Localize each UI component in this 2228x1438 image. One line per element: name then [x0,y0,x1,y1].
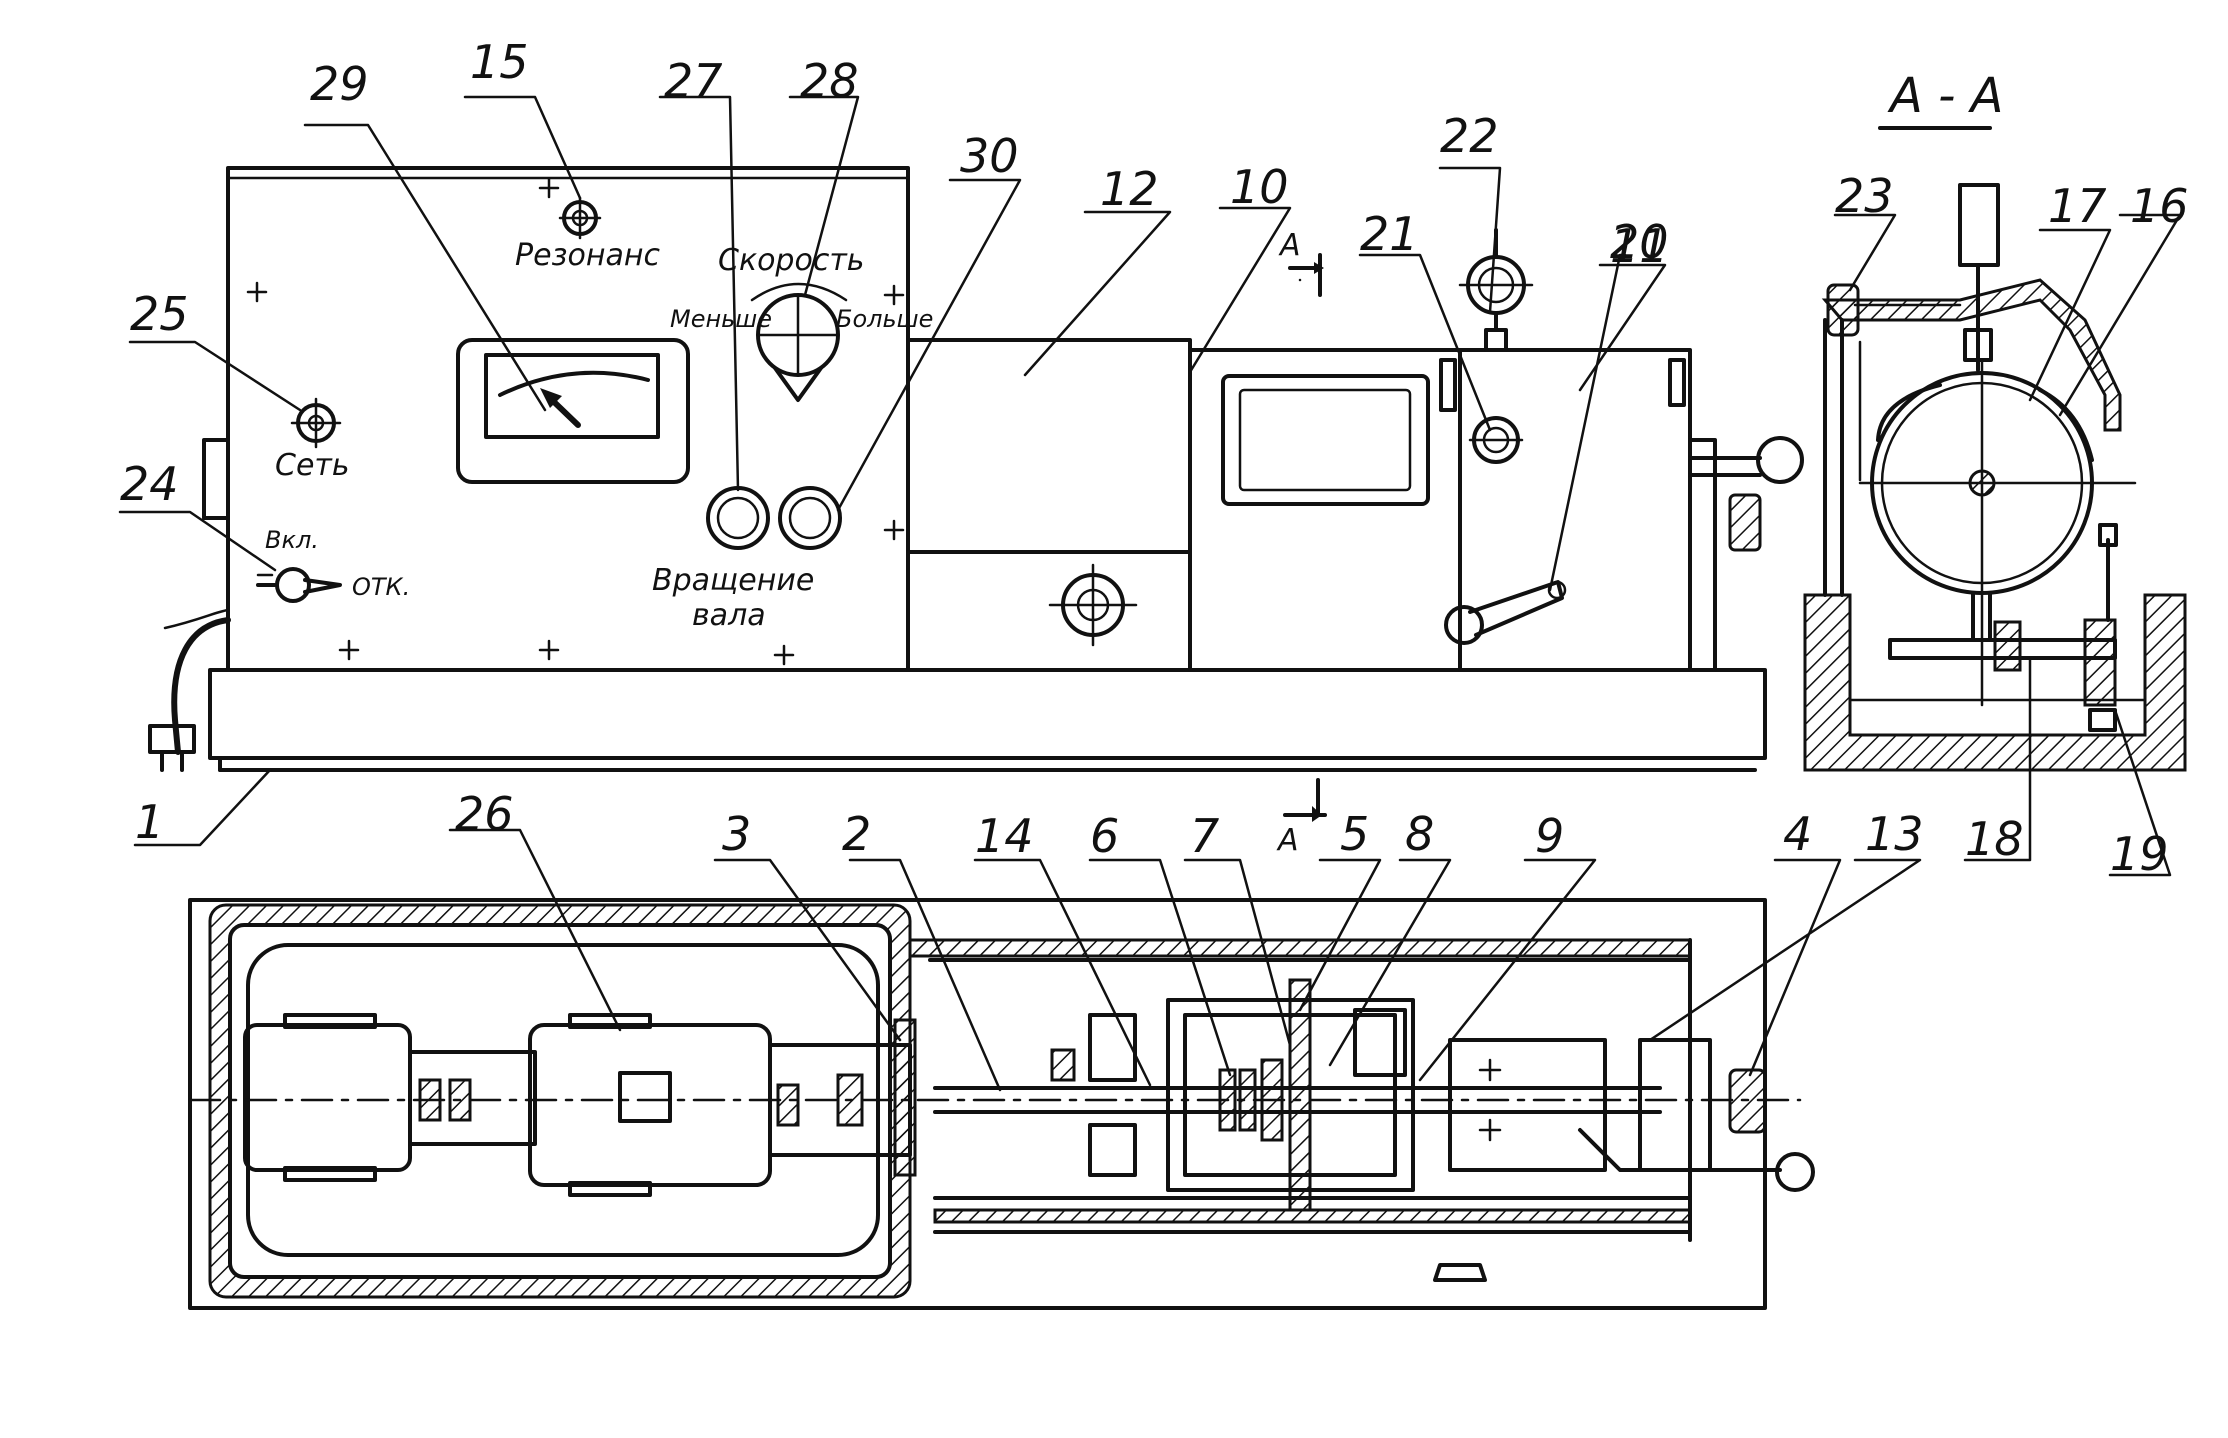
plan-lever[interactable] [1578,1128,1782,1172]
label-17: 17 [2048,179,2107,233]
meter-housing [456,338,690,484]
cover-12 [906,338,1192,554]
label-28: 28 [800,54,859,108]
housing-10 [1188,348,1462,672]
speed-less-label: Меньше [670,305,772,333]
section-top-cover [1821,278,2122,432]
power-cable [171,617,231,755]
section-base-housing [1803,593,2187,772]
tailstock-block [1448,1038,1607,1172]
section-marker-bottom: А [1276,823,1299,858]
label-19: 19 [2110,827,2169,881]
label-22: 22 [1440,109,1499,163]
switch-off-label: ОТК. [352,573,410,601]
network-label: Сеть [275,448,350,483]
base-plate [208,668,1767,760]
meter-scale [498,370,650,397]
clamp-13[interactable] [1728,1068,1767,1134]
inspection-window [1221,374,1430,506]
label-10: 10 [1230,160,1289,214]
label-7: 7 [1190,809,1219,863]
power-toggle-switch[interactable] [275,567,311,603]
handwheel-knob[interactable] [1756,436,1804,484]
label-8: 8 [1405,807,1434,861]
label-21: 21 [1360,207,1419,261]
power-plug [148,724,196,754]
section-title: А - А [1887,68,2004,124]
test-disk [1288,978,1312,1212]
bracket-23 [1826,283,1860,337]
leader-lines [118,95,2182,1092]
speed-more-label: Больше [836,305,933,333]
switch-on-label: Вкл. [265,526,319,554]
label-25: 25 [130,287,189,341]
label-1: 1 [135,795,164,849]
tailstock-4 [1638,1038,1712,1172]
section-marker-top: А [1278,228,1301,263]
label-29: 29 [310,57,369,111]
panel-screws [246,177,905,666]
label-2: 2 [842,807,871,861]
label-20: 20 [1610,215,1669,269]
label-18: 18 [1965,812,2024,866]
plan-view: А [188,778,1815,1310]
part-number-labels: 29 15 27 28 30 12 10 22 21 20 11 25 24 1… [120,35,2189,881]
label-26: 26 [455,787,514,841]
label-9: 9 [1535,809,1564,863]
knurled-knob[interactable] [1728,493,1762,552]
speed-label: Скорость [718,243,864,278]
label-6: 6 [1090,809,1119,863]
label-27: 27 [664,54,723,108]
resonance-label: Резонанс [515,238,660,273]
label-4: 4 [1783,807,1812,861]
label-13: 13 [1865,807,1924,861]
label-24: 24 [120,457,179,511]
rotation-label-line1: Вращение [652,563,814,598]
label-23: 23 [1835,169,1894,223]
label-11: 11 [1610,219,1669,273]
front-view: Резонанс Сеть Вкл. ОТК. Скорость Меньше … [148,166,1804,772]
rotation-button-right[interactable] [778,486,842,550]
dial-indicator [1958,183,2000,267]
lever-handle[interactable] [1468,580,1564,637]
label-14: 14 [975,809,1034,863]
label-30: 30 [960,129,1019,183]
housing-11 [1458,348,1692,672]
label-5: 5 [1340,807,1369,861]
lever-pivot [1444,605,1484,645]
label-12: 12 [1100,162,1159,216]
meter-window [484,353,660,439]
rotation-label-line2: вала [692,598,766,633]
meter-needle [549,397,581,428]
label-16: 16 [2130,179,2189,233]
label-15: 15 [470,35,529,89]
section-a-a-view: А - А [1803,68,2187,772]
label-3: 3 [722,807,751,861]
